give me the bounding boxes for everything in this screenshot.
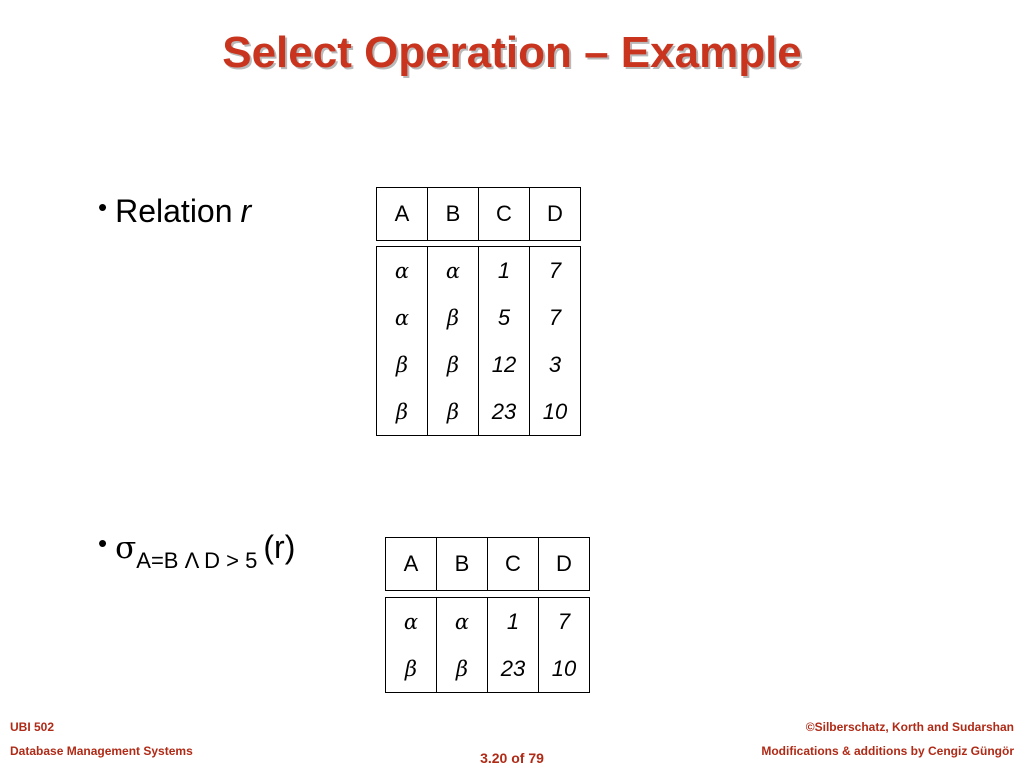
table-row: α β 5 7: [376, 294, 581, 341]
column-header: C: [487, 537, 539, 591]
bullet-relation-text: Relation: [115, 193, 233, 229]
column-header: B: [436, 537, 488, 591]
column-header: D: [538, 537, 590, 591]
table-cell: 10: [538, 645, 590, 693]
table-cell: 1: [487, 597, 539, 645]
table-cell: β: [446, 352, 460, 377]
table-cell: 7: [538, 597, 590, 645]
table-cell: β: [395, 399, 409, 424]
footer-course-code: UBI 502: [10, 720, 55, 734]
result-header: A B C D: [385, 537, 590, 591]
selection-argument: (r): [263, 529, 296, 565]
table-row: α α 1 7: [385, 597, 590, 645]
table-cell: β: [446, 305, 460, 330]
table-cell: α: [403, 609, 419, 634]
relation-r-body: α α 1 7 α β 5 7 β β 12 3 β β 23 10: [376, 246, 581, 436]
table-cell: α: [394, 305, 410, 330]
table-cell: 5: [478, 294, 530, 341]
table-cell: β: [455, 656, 469, 681]
table-cell: 7: [529, 294, 581, 341]
table-cell: 10: [529, 388, 581, 436]
table-cell: α: [454, 609, 470, 634]
table-cell: α: [445, 258, 461, 283]
footer-page-number: 3.20 of 79: [480, 750, 544, 766]
bullet-marker: •: [98, 192, 108, 222]
column-header: A: [376, 187, 428, 241]
table-cell: β: [446, 399, 460, 424]
table-row: β β 12 3: [376, 341, 581, 388]
table-cell: 1: [478, 246, 530, 294]
table-cell: 3: [529, 341, 581, 388]
sigma-symbol: σ: [115, 530, 137, 566]
table-cell: 23: [478, 388, 530, 436]
column-header: D: [529, 187, 581, 241]
table-cell: 12: [478, 341, 530, 388]
relation-variable: r: [240, 193, 252, 229]
table-row: α α 1 7: [376, 246, 581, 294]
slide-title: Select Operation – Example: [222, 28, 802, 77]
bullet-selection: •σA=B Λ D > 5(r): [98, 528, 295, 574]
selection-condition: A=B Λ D > 5: [136, 548, 258, 573]
bullet-marker: •: [98, 528, 108, 558]
column-header: A: [385, 537, 437, 591]
column-header: B: [427, 187, 479, 241]
table-cell: β: [404, 656, 418, 681]
column-header: C: [478, 187, 530, 241]
footer-copyright: ©Silberschatz, Korth and Sudarshan: [805, 720, 1014, 734]
footer-modifications: Modifications & additions by Cengiz Güng…: [761, 744, 1014, 758]
footer-course-name: Database Management Systems: [10, 744, 193, 758]
result-body: α α 1 7 β β 23 10: [385, 597, 590, 693]
relation-r-header: A B C D: [376, 187, 581, 241]
table-cell: β: [395, 352, 409, 377]
table-row: β β 23 10: [385, 645, 590, 693]
table-row: β β 23 10: [376, 388, 581, 436]
table-cell: α: [394, 258, 410, 283]
table-cell: 7: [529, 246, 581, 294]
table-cell: 23: [487, 645, 539, 693]
